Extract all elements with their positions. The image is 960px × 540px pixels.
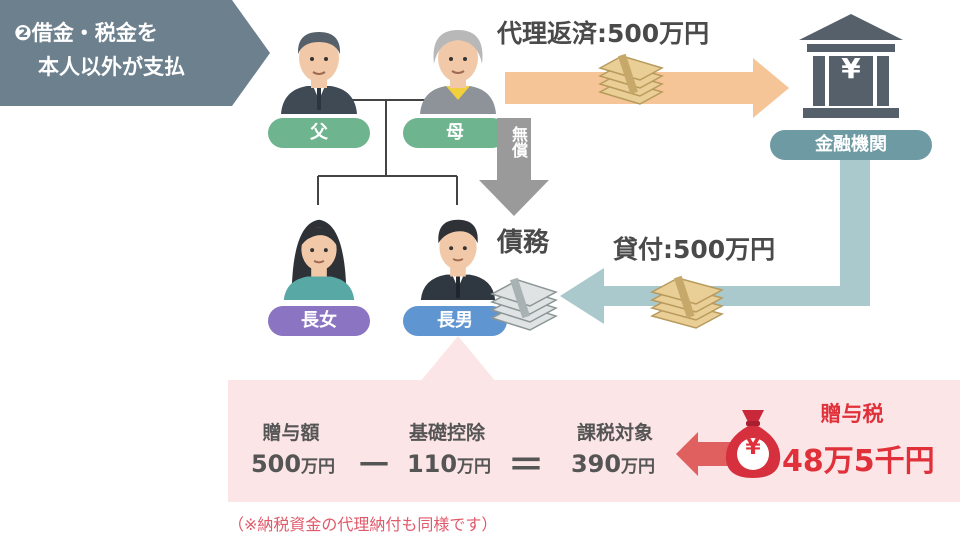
banner-line1: 借金・税金を <box>31 21 158 45</box>
bank-yen-symbol: ¥ <box>841 52 861 85</box>
callout-pointer <box>420 336 496 382</box>
debt-text: 債務 <box>497 228 550 258</box>
banner-title: ❷借金・税金を 本人以外が支払 <box>14 16 244 84</box>
loan-text: 貸付:500万円 <box>613 235 776 264</box>
taxable-value: 390万円 <box>558 450 668 478</box>
father-avatar <box>281 32 357 114</box>
label-bank: 金融機関 <box>770 130 932 160</box>
gift-amount-number: 500 <box>250 450 302 478</box>
taxable-number: 390 <box>570 450 622 478</box>
daughter-avatar <box>283 219 355 300</box>
label-daughter: 長女 <box>268 306 370 336</box>
footnote: （※納税資金の代理納付も同様です） <box>228 515 498 534</box>
equals-operator: ＝ <box>507 445 544 486</box>
taxable-unit: 万円 <box>621 457 656 477</box>
mother-avatar <box>420 30 496 114</box>
money-stack-loan-icon <box>649 275 725 329</box>
son-avatar <box>420 219 496 300</box>
label-father: 父 <box>268 118 370 148</box>
calculation-panel <box>228 380 960 502</box>
tax-arrow <box>676 432 734 476</box>
label-mother: 母 <box>403 118 507 148</box>
gift-amount-unit: 万円 <box>301 457 336 477</box>
gratuitous-arrow <box>479 118 549 216</box>
gift-tax-amount: 48万5千円 <box>782 444 935 479</box>
minus-operator: － <box>355 445 392 486</box>
money-stack-icon <box>598 53 664 105</box>
label-son: 長男 <box>403 306 507 336</box>
gift-tax-label: 贈与税 <box>820 402 884 426</box>
step-number: ❷ <box>14 21 32 45</box>
banner-line2: 本人以外が支払 <box>38 55 185 79</box>
basic-deduction-number: 110 <box>406 450 458 478</box>
money-bag-yen: ¥ <box>745 435 761 460</box>
repayment-text: 代理返済:500万円 <box>497 19 710 48</box>
basic-deduction-label: 基礎控除 <box>408 422 485 444</box>
title-banner <box>0 0 270 106</box>
basic-deduction-value: 110万円 <box>394 450 504 478</box>
gift-amount-value: 500万円 <box>238 450 348 478</box>
taxable-label: 課税対象 <box>576 422 653 444</box>
money-stack-debt-icon <box>490 277 558 331</box>
gratuitous-label: 無償 <box>509 126 528 158</box>
basic-deduction-unit: 万円 <box>457 457 492 477</box>
bank-icon <box>799 14 903 118</box>
money-bag-icon <box>725 410 781 478</box>
gift-amount-label: 贈与額 <box>262 422 320 444</box>
